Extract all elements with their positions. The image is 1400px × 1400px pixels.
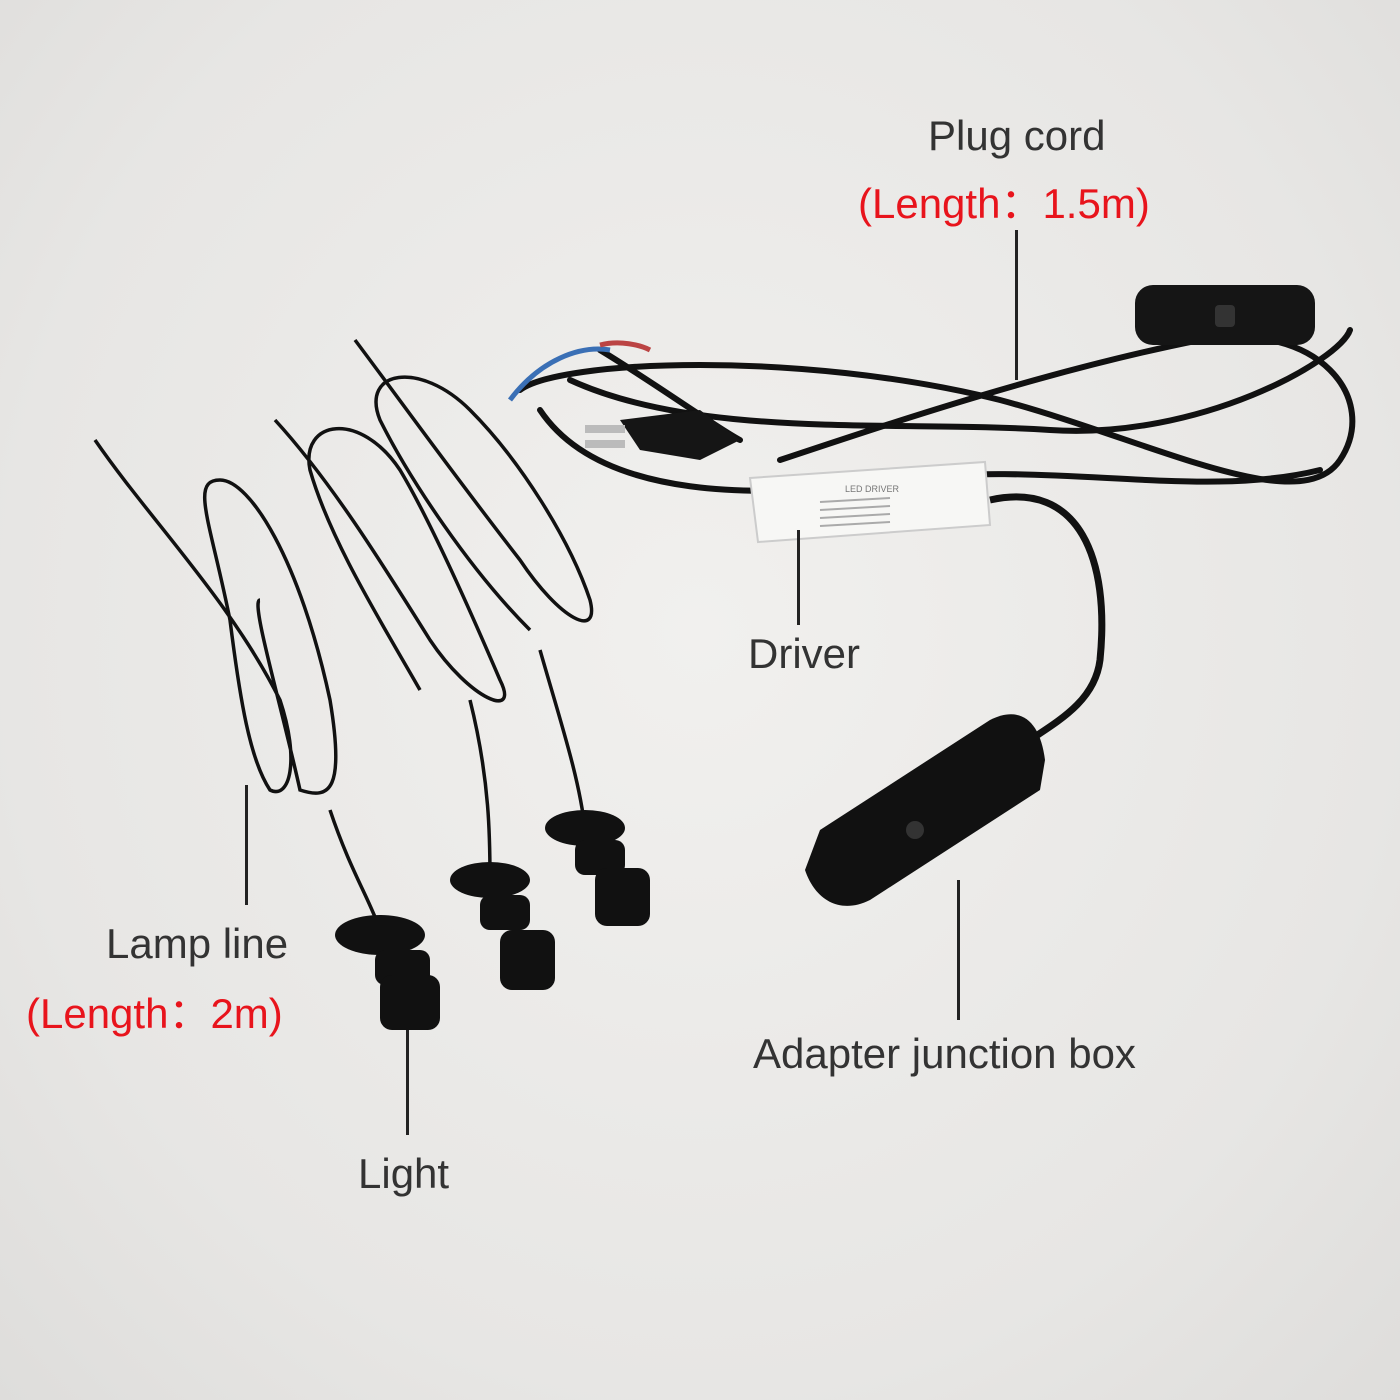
plug-cord-length-label: (Length：1.5m) (858, 180, 1150, 227)
driver-leader-line (797, 530, 800, 625)
plug-cord-label: Plug cord (928, 112, 1106, 159)
lamp-lines (93, 338, 594, 931)
plug-cord-leader-line (1015, 230, 1018, 380)
lamp-line-length-label: (Length：2m) (26, 990, 283, 1037)
junction-box (805, 714, 1045, 906)
plug (620, 410, 740, 460)
lamp-line-label: Lamp line (106, 920, 289, 967)
junction-box-leader-line (957, 880, 960, 1020)
svg-text:LED DRIVER: LED DRIVER (845, 484, 900, 494)
lights (335, 810, 650, 1030)
driver: LED DRIVER (748, 460, 992, 544)
light-label: Light (358, 1150, 450, 1197)
lamp-line-leader-line (245, 785, 248, 905)
light-leader-line (406, 1030, 409, 1135)
driver-label: Driver (748, 630, 860, 677)
junction-box-label: Adapter junction box (753, 1030, 1136, 1077)
